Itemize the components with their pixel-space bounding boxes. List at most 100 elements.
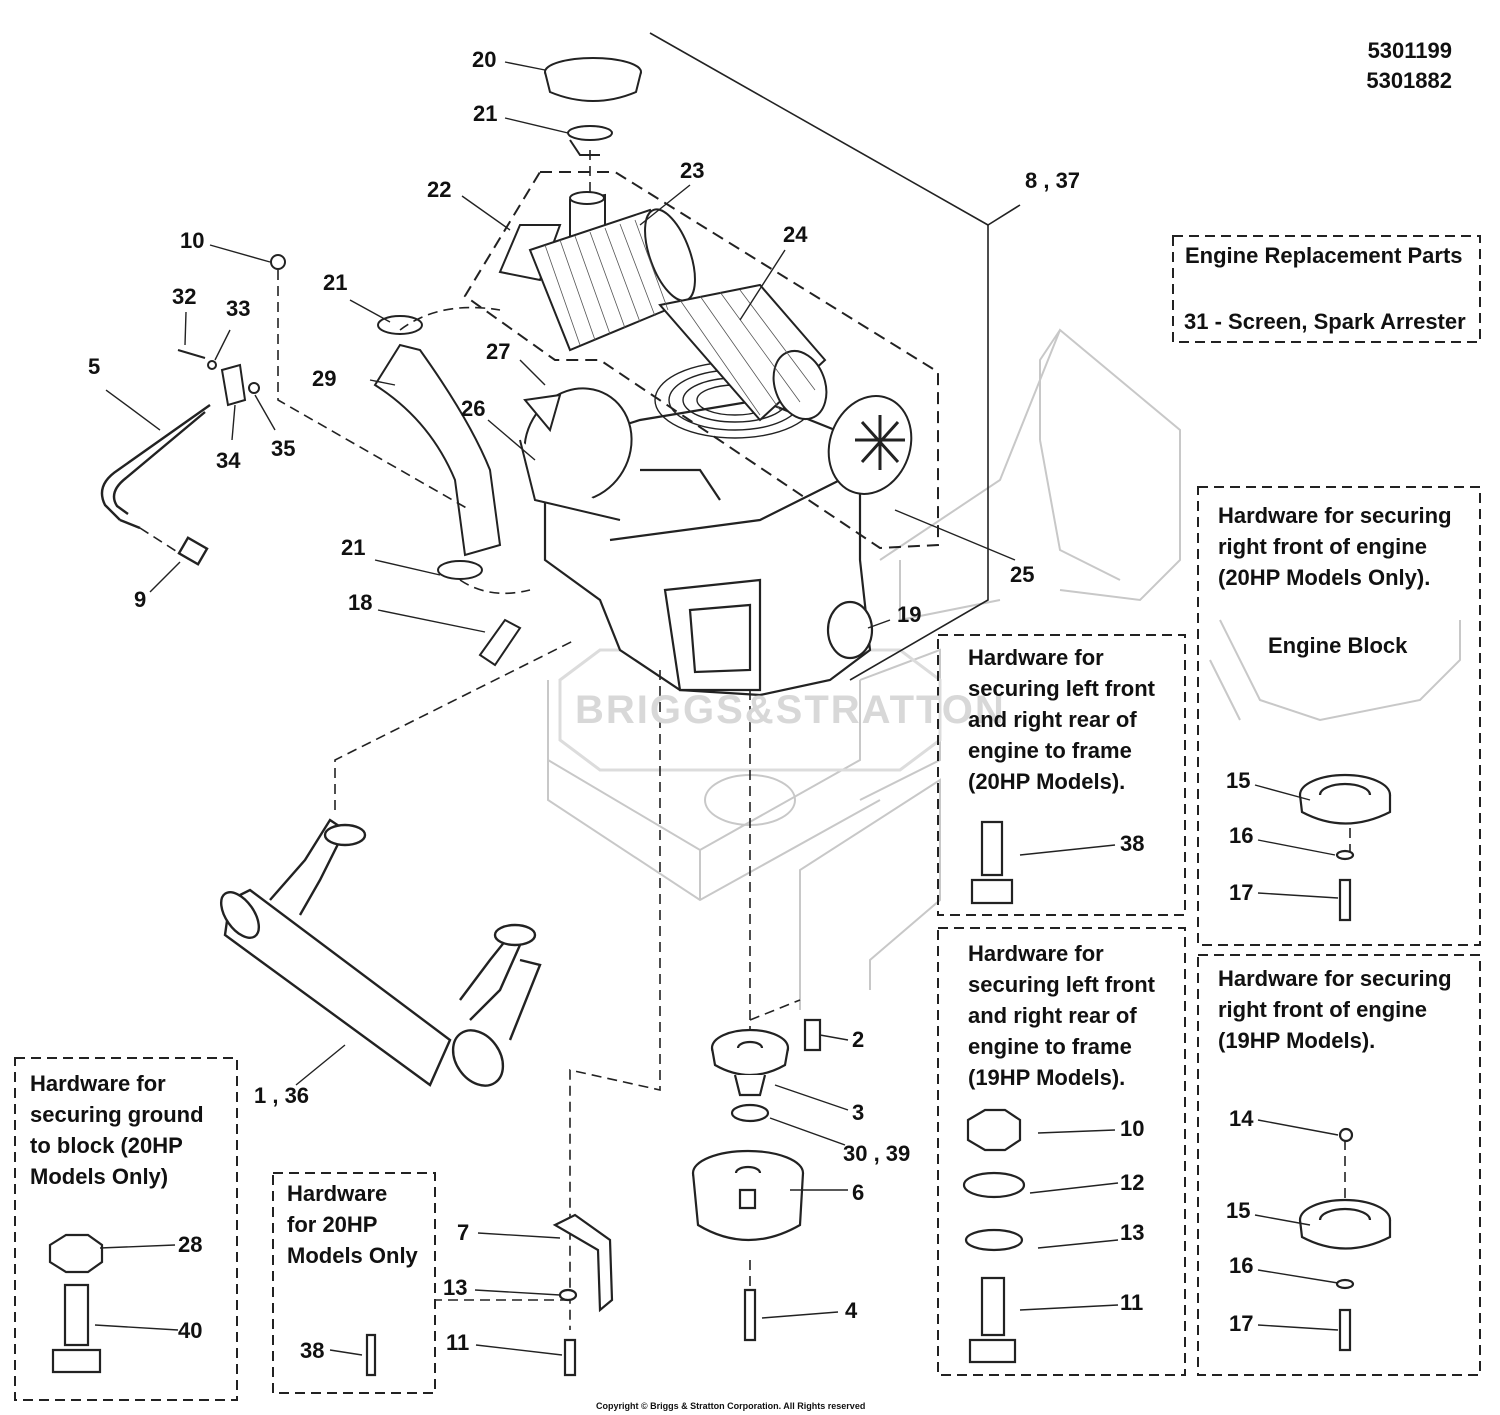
- callout-16: 16: [1229, 823, 1254, 848]
- callout-12: 12: [1120, 1170, 1145, 1195]
- callout-25: 25: [1010, 562, 1035, 587]
- callout-38: 38: [1120, 831, 1145, 856]
- callout-30-39: 30 , 39: [843, 1141, 911, 1166]
- box-line: securing ground: [30, 1102, 204, 1127]
- cap-and-clamp: [544, 57, 642, 156]
- callout-22: 22: [427, 177, 452, 202]
- box-line: and right rear of: [968, 1003, 1137, 1028]
- hw-19hp-left-front-box: Hardware for securing left front and rig…: [968, 938, 1155, 1093]
- box-line: Hardware for securing: [1218, 503, 1452, 528]
- box-line: Hardware for: [30, 1071, 166, 1096]
- callout-28: 28: [178, 1232, 203, 1257]
- callout-15: 15: [1226, 768, 1251, 793]
- air-cleaner: [498, 191, 913, 495]
- document-numbers: 5301199 5301882: [1340, 36, 1452, 96]
- callout-4: 4: [845, 1298, 858, 1323]
- callout-23: 23: [680, 158, 705, 183]
- callout-38: 38: [300, 1338, 325, 1363]
- box-line: engine to frame: [968, 738, 1132, 763]
- callout-10: 10: [1120, 1116, 1145, 1141]
- callout-15: 15: [1226, 1198, 1251, 1223]
- callout-9: 9: [134, 587, 147, 612]
- box-line: for 20HP: [287, 1212, 378, 1237]
- box-line: Hardware: [287, 1181, 388, 1206]
- callout-19: 19: [897, 602, 922, 627]
- fuel-line-5: [100, 404, 211, 566]
- engine-body: [543, 398, 874, 697]
- box-line: (20HP Models).: [968, 769, 1126, 794]
- engine-replacement-title: Engine Replacement Parts: [1185, 243, 1463, 268]
- callout-17: 17: [1229, 1311, 1254, 1336]
- muffler: [219, 818, 542, 1087]
- filter-mesh: [544, 219, 816, 416]
- hardware-items: [48, 820, 1026, 1377]
- callout-5: 5: [88, 354, 101, 379]
- hw-20hp-left-front-box: Hardware for securing left front and rig…: [968, 642, 1155, 797]
- watermark-text: BRIGGS&STRATTON: [575, 688, 1006, 732]
- callout-14: 14: [1229, 1106, 1254, 1131]
- engine-block-label: Engine Block: [1268, 633, 1408, 658]
- box-line: Hardware for: [968, 941, 1104, 966]
- leader-lines: [649, 32, 1021, 681]
- callout-40: 40: [178, 1318, 203, 1343]
- hw-20hp-right-front-box: Hardware for securing right front of eng…: [1218, 500, 1452, 593]
- callout-11: 11: [446, 1330, 470, 1355]
- callout-26: 26: [461, 396, 486, 421]
- callout-17: 17: [1229, 880, 1254, 905]
- box-line: to block (20HP: [30, 1133, 183, 1158]
- callout-35: 35: [271, 436, 296, 461]
- box-line: Hardware for: [968, 645, 1104, 670]
- callout-6: 6: [852, 1180, 865, 1205]
- callout-11: 11: [1120, 1290, 1144, 1315]
- box-line: securing left front: [968, 676, 1156, 701]
- doc-number-1: 5301199: [1367, 38, 1452, 63]
- hw-19hp-right-front-box: Hardware for securing right front of eng…: [1218, 963, 1452, 1056]
- intake-26: [519, 387, 633, 521]
- callout-33: 33: [226, 296, 251, 321]
- clip-34-hardware: [177, 254, 286, 407]
- callout-7: 7: [457, 1220, 470, 1245]
- callout-29: 29: [312, 366, 337, 391]
- box-line: securing left front: [968, 972, 1156, 997]
- hw-20hp-only-box: Hardware for 20HP Models Only: [287, 1178, 418, 1271]
- pulley-clutch: [552, 1018, 822, 1377]
- box-line: Hardware for securing: [1218, 966, 1452, 991]
- doc-number-2: 5301882: [1366, 68, 1452, 93]
- callout-13: 13: [1120, 1220, 1145, 1245]
- hw-ground-block-box: Hardware for securing ground to block (2…: [30, 1068, 204, 1192]
- hose-18: [478, 618, 522, 667]
- air-cleaner-dashed-box: [463, 171, 939, 550]
- box-line: (19HP Models).: [1218, 1028, 1376, 1053]
- callout-32: 32: [172, 284, 197, 309]
- callout-1-36: 1 , 36: [254, 1083, 310, 1108]
- callout-3: 3: [852, 1100, 865, 1125]
- callout-21: 21: [473, 101, 498, 126]
- callout-leaders: [94, 61, 1339, 1356]
- box-line: right front of engine: [1218, 534, 1427, 559]
- callout-18: 18: [348, 590, 373, 615]
- idler-pulleys: [1298, 773, 1392, 1352]
- callout-21: 21: [341, 535, 366, 560]
- callout-21: 21: [323, 270, 348, 295]
- callout-13: 13: [443, 1275, 468, 1300]
- callout-16: 16: [1229, 1253, 1254, 1278]
- copyright-notice: Copyright © Briggs & Stratton Corporatio…: [596, 1401, 866, 1411]
- hose-29: [373, 315, 502, 580]
- box-line: (19HP Models).: [968, 1065, 1126, 1090]
- callout-24: 24: [783, 222, 808, 247]
- box-line: Models Only): [30, 1164, 169, 1189]
- engine-replacement-item: 31 - Screen, Spark Arrester: [1184, 309, 1466, 334]
- box-line: right front of engine: [1218, 997, 1427, 1022]
- box-line: Models Only: [287, 1243, 418, 1268]
- box-line: and right rear of: [968, 707, 1137, 732]
- callout-34: 34: [216, 448, 241, 473]
- callout-2: 2: [852, 1027, 865, 1052]
- box-line: (20HP Models Only).: [1218, 565, 1431, 590]
- callout-10: 10: [180, 228, 205, 253]
- engine-replacement-box: Engine Replacement Parts 31 - Screen, Sp…: [1184, 240, 1466, 337]
- box-line: engine to frame: [968, 1034, 1132, 1059]
- info-box-borders: [14, 235, 1481, 1401]
- callout-27: 27: [486, 339, 511, 364]
- callout-8-37: 8 , 37: [1025, 168, 1081, 193]
